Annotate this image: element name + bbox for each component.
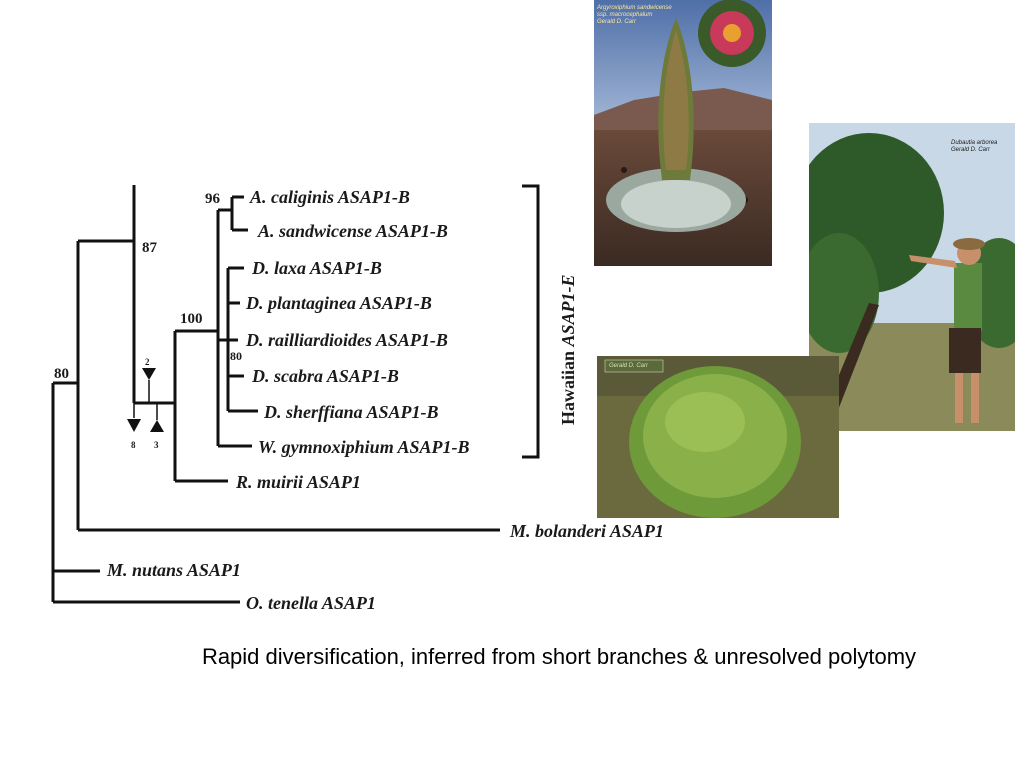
gain-marker-icon xyxy=(150,420,164,432)
taxon-label: O. tenella ASAP1 xyxy=(246,593,376,613)
photo-credit: Argyroxiphium sandwicense ssp. macroceph… xyxy=(597,5,672,26)
taxon-label: D. sherffiana ASAP1-B xyxy=(263,402,439,422)
taxon-label: D. railliardioides ASAP1-B xyxy=(245,330,448,350)
bootstrap-value: 87 xyxy=(142,240,158,256)
bootstrap-value: 80 xyxy=(54,366,69,382)
taxon-label: D. plantaginea ASAP1-B xyxy=(245,293,432,313)
photo-credit: Dubautia arborea Gerald D. Carr xyxy=(951,140,997,154)
taxon-label: W. gymnoxiphium ASAP1-B xyxy=(258,437,470,457)
bootstrap-value: 100 xyxy=(180,311,203,327)
clade-label-prefix: Hawaiian xyxy=(558,346,578,425)
taxon-label: R. muirii ASAP1 xyxy=(235,472,361,492)
loss-marker-icon xyxy=(142,368,156,380)
slide-caption: Rapid diversification, inferred from sho… xyxy=(0,644,1024,670)
silversword-image xyxy=(594,0,772,266)
tree-branches xyxy=(53,185,538,602)
marker-count: 3 xyxy=(154,440,159,450)
marker-count: 8 xyxy=(131,440,136,450)
taxon-label: M. nutans ASAP1 xyxy=(106,560,241,580)
photo-credit: Gerald D. Carr xyxy=(609,363,648,370)
argyroxiphium-photo: Argyroxiphium sandwicense ssp. macroceph… xyxy=(594,0,772,266)
bootstrap-value: 80 xyxy=(230,349,242,363)
dubautia-photo: Dubautia arborea Gerald D. Carr xyxy=(809,123,1015,431)
bootstrap-value: 96 xyxy=(205,191,221,207)
taxon-label: D. laxa ASAP1-B xyxy=(251,258,382,278)
taxon-label: A. sandwicense ASAP1-B xyxy=(257,221,448,241)
dubautia-image xyxy=(809,123,1015,431)
clade-label-gene: ASAP1-E xyxy=(558,274,578,347)
clade-label: Hawaiian ASAP1-E xyxy=(558,274,578,425)
marker-count: 2 xyxy=(145,357,150,367)
cushion-plant-photo: Gerald D. Carr xyxy=(597,356,839,518)
loss-marker-icon xyxy=(127,419,141,432)
taxon-label: A. caliginis ASAP1-B xyxy=(249,187,410,207)
taxon-label: M. bolanderi ASAP1 xyxy=(509,521,664,541)
cushion-plant-image xyxy=(597,356,839,518)
taxon-label: D. scabra ASAP1-B xyxy=(251,366,399,386)
